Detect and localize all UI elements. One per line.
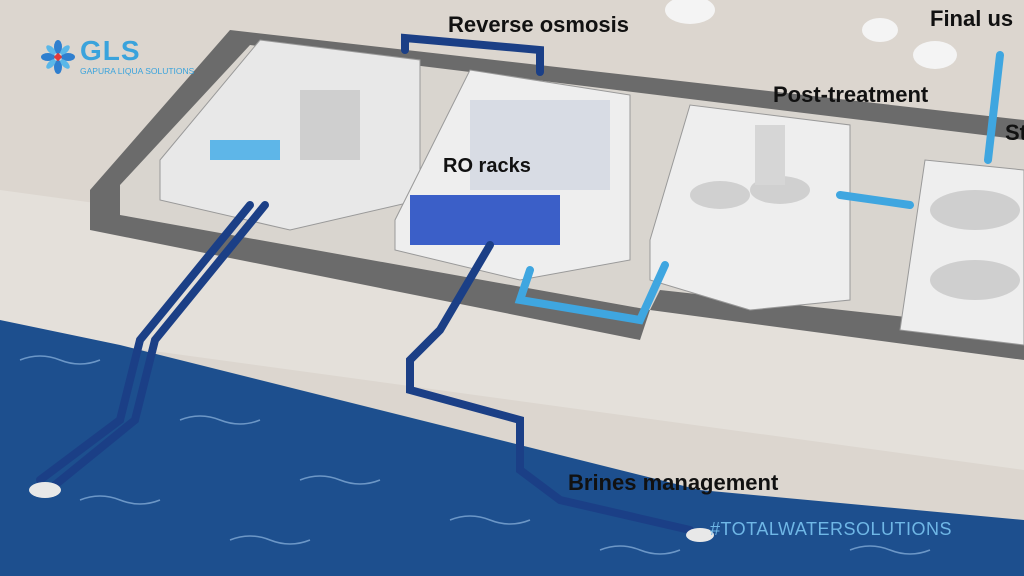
brand-tagline: GAPURA LIQUA SOLUTIONS [80,66,195,76]
brand-name: GLS [80,35,141,66]
storage-building [899,159,1024,346]
pipes [36,33,1004,534]
brand-logo: GLS GAPURA LIQUA SOLUTIONS [40,35,195,76]
flower-logo-icon [41,40,75,74]
label-post-treatment: Post-treatment [773,82,929,107]
label-brines-management: Brines management [568,470,779,495]
clouds [665,0,957,69]
intake-building [159,39,421,231]
wave-foam [19,355,931,555]
hashtag: #TOTALWATERSOLUTIONS [710,519,953,539]
label-reverse-osmosis: Reverse osmosis [448,12,629,37]
label-storage: St [1005,120,1024,145]
sea [0,320,1024,576]
post-treatment-building [649,104,851,311]
ro-building [394,69,631,281]
outlet-diffusers [29,482,714,542]
label-ro-racks: RO racks [443,155,531,177]
label-final-use: Final us [930,6,1014,31]
